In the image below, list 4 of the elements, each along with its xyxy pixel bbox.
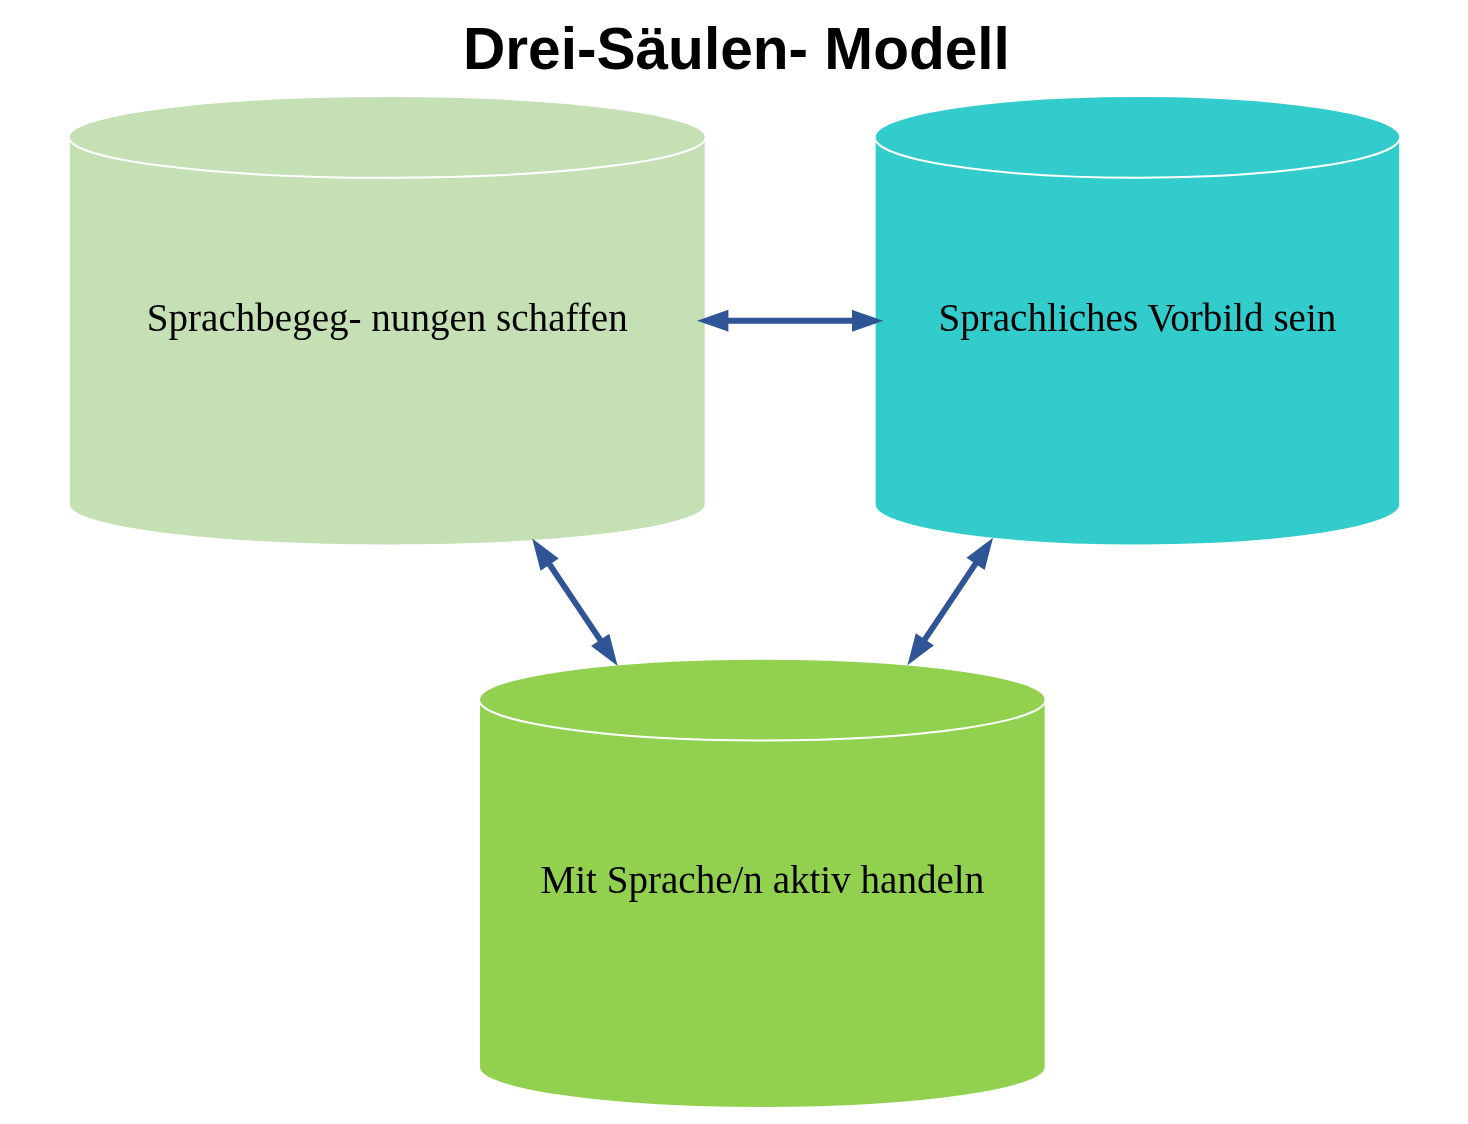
arrow: [906, 537, 993, 666]
arrow: [696, 309, 883, 332]
arrow: [531, 538, 618, 666]
diagram-title: Drei-Säulen- Modell: [462, 15, 1010, 81]
